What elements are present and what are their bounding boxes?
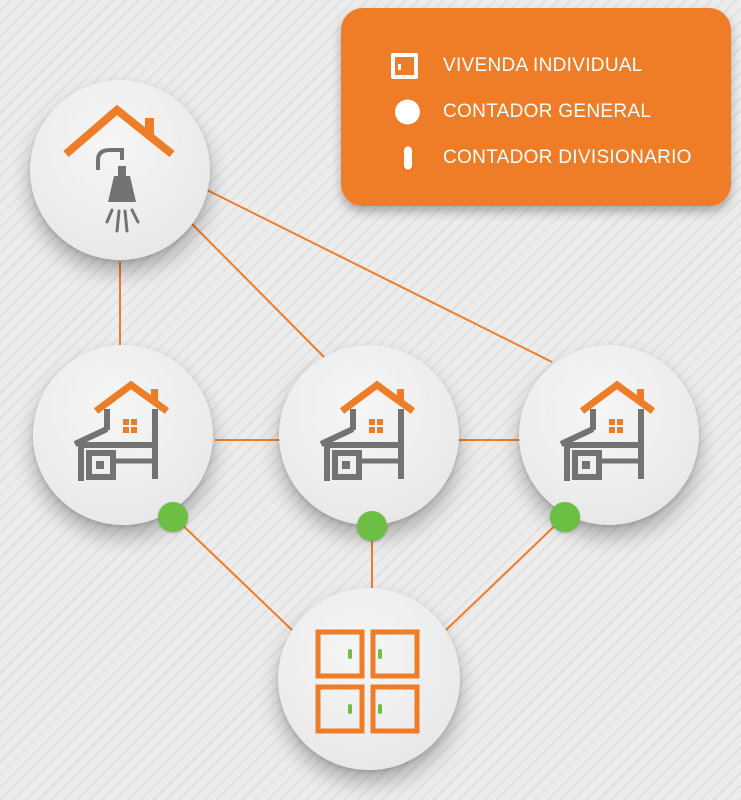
meter-cabinet-icon	[315, 629, 420, 734]
house-icon	[73, 380, 170, 481]
legend-item-contador-general: CONTADOR GENERAL	[341, 97, 731, 127]
white-circle-icon	[395, 99, 420, 125]
legend-label: CONTADOR DIVISIONARIO	[443, 147, 692, 168]
link-supply-home-2	[189, 221, 326, 359]
link-supply-home-3	[206, 189, 553, 363]
house-icon	[319, 380, 416, 481]
meter-point-3	[550, 502, 580, 532]
link-dot-1-meters	[172, 515, 293, 631]
house-roof-shower-icon	[63, 104, 175, 233]
legend-label: VIVENDA INDIVIDUAL	[443, 55, 643, 76]
house-icon	[559, 380, 656, 481]
meter-point-1	[158, 502, 188, 532]
meter-point-2	[357, 511, 387, 541]
link-dot-3-meters	[445, 515, 566, 631]
legend-label: CONTADOR GENERAL	[443, 101, 652, 122]
home-node-1	[33, 345, 213, 525]
white-pill-icon	[404, 146, 412, 170]
home-node-3	[519, 345, 699, 525]
door-square-icon	[391, 53, 418, 79]
legend-item-contador-divisionario: CONTADOR DIVISIONARIO	[341, 143, 731, 173]
home-node-2	[279, 345, 459, 525]
legend-item-vivenda: VIVENDA INDIVIDUAL	[341, 51, 731, 81]
legend-panel: VIVENDA INDIVIDUAL CONTADOR GENERAL CONT…	[341, 8, 731, 206]
meter-cabinet-node	[278, 588, 460, 770]
supply-node	[30, 80, 210, 260]
